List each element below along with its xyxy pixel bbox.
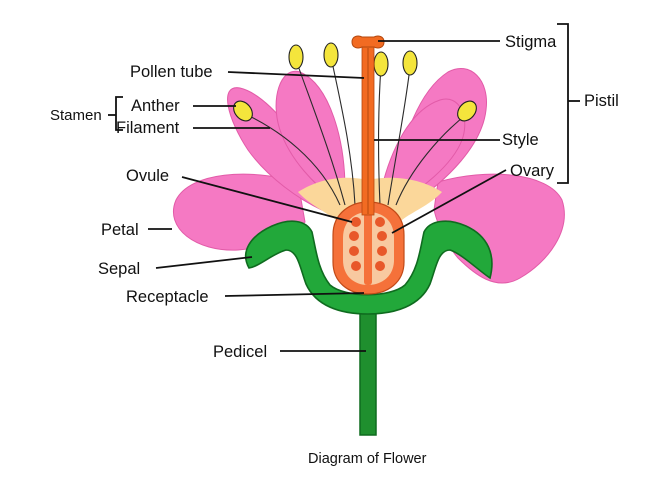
filaments (242, 56, 468, 206)
label-ovary: Ovary (510, 162, 555, 180)
anthers (233, 42, 477, 122)
stigma-shape (351, 35, 385, 49)
label-style: Style (502, 131, 539, 149)
anther-4 (373, 51, 389, 77)
ovule-1 (351, 217, 361, 227)
ovule-3 (349, 231, 359, 241)
leader-lines (108, 23, 580, 352)
ovary-shape (332, 201, 405, 295)
label-receptacle: Receptacle (126, 288, 209, 306)
anther-1 (233, 100, 253, 122)
ovule-5 (349, 246, 359, 256)
ovule-4 (377, 231, 387, 241)
label-stamen: Stamen (50, 107, 102, 124)
anther-6 (457, 100, 477, 122)
ovules (349, 217, 387, 271)
label-pollen-tube: Pollen tube (130, 63, 213, 81)
petal-left-back (275, 70, 346, 201)
label-stigma: Stigma (505, 33, 557, 51)
ovule-7 (351, 261, 361, 271)
pedicel-shape (359, 299, 377, 436)
ovule-2 (375, 217, 385, 227)
label-sepal: Sepal (98, 260, 140, 278)
anther-5 (402, 50, 418, 76)
label-pistil: Pistil (584, 92, 619, 110)
anther-2 (288, 44, 304, 70)
anther-3 (323, 42, 339, 68)
label-filament: Filament (116, 119, 180, 137)
label-petal: Petal (101, 221, 139, 239)
label-anther: Anther (131, 97, 180, 115)
label-pedicel: Pedicel (213, 343, 267, 361)
diagram-caption: Diagram of Flower (308, 451, 427, 467)
ovule-8 (375, 261, 385, 271)
label-ovule: Ovule (126, 167, 169, 185)
ovule-6 (377, 246, 387, 256)
